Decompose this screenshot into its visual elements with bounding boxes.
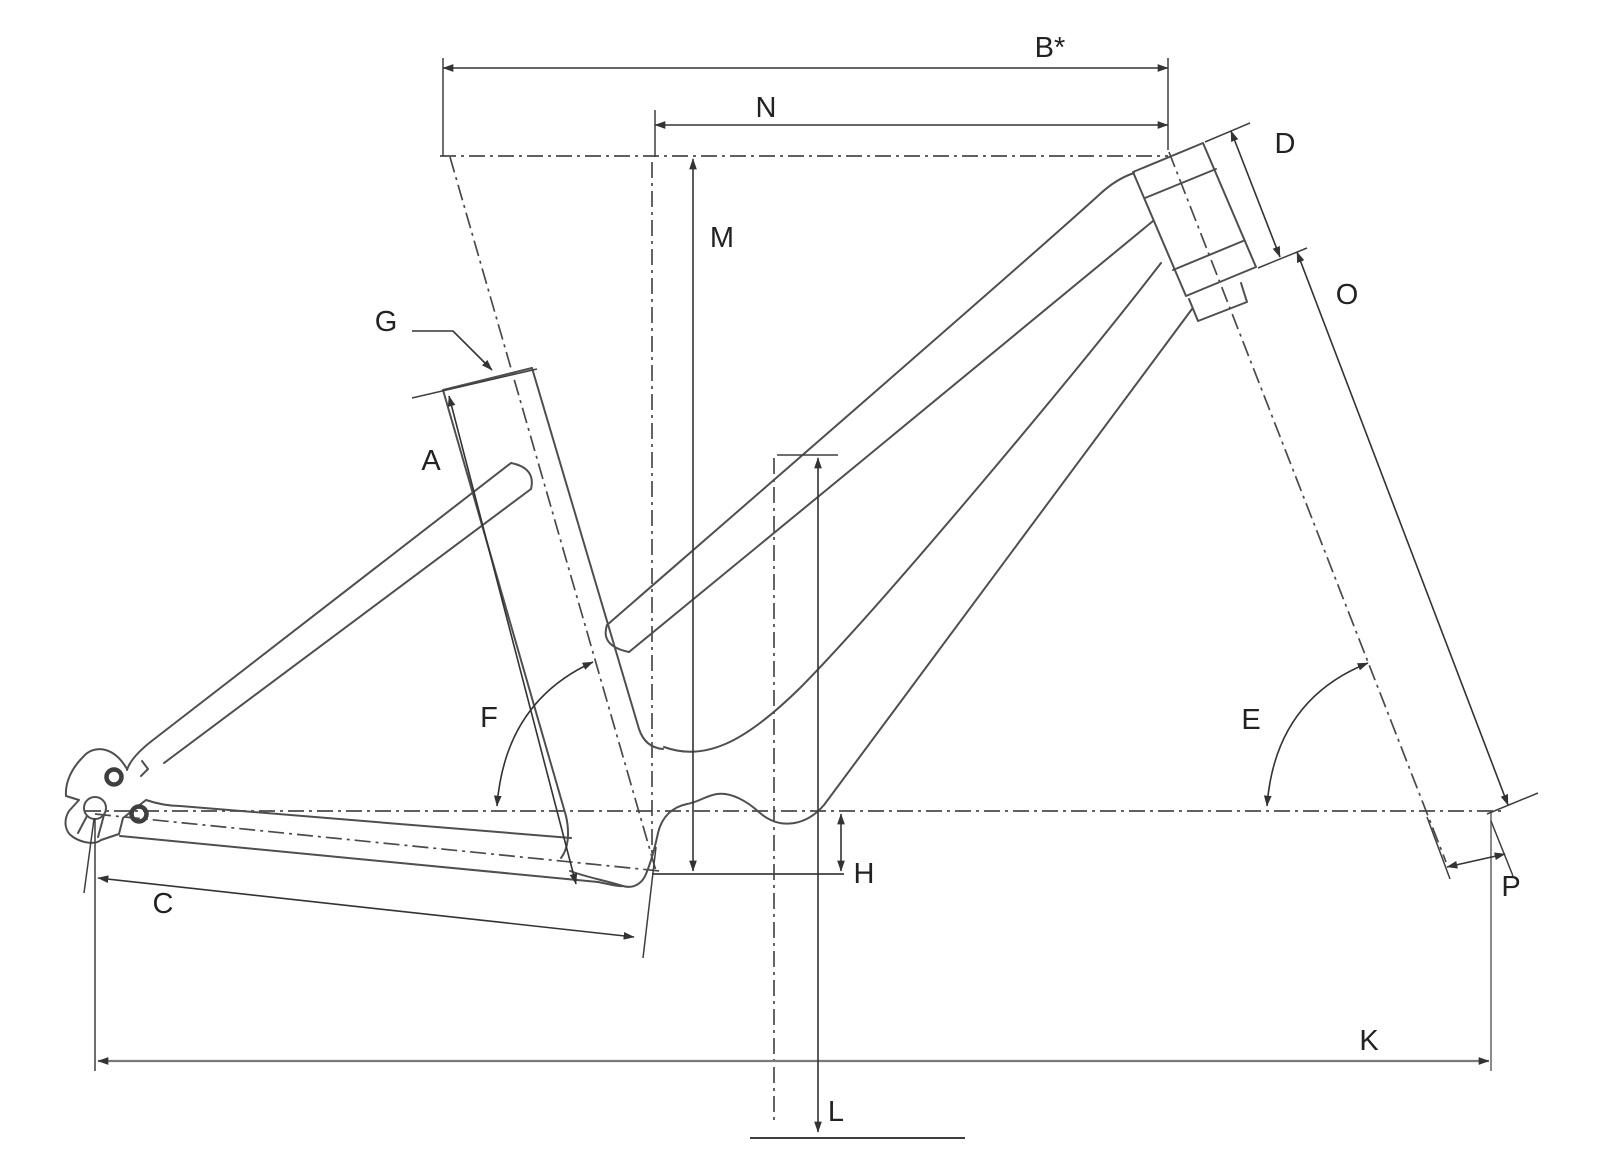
label-l: L <box>828 1096 844 1128</box>
dim-p-fork-offset <box>1446 852 1506 869</box>
c-right-tick <box>642 846 657 959</box>
frame-outline <box>64 142 1257 888</box>
p-axis-tick <box>1426 816 1451 880</box>
down-tube-upper-edge <box>663 262 1162 753</box>
down-tube-lower-edge-and-motor <box>569 308 1193 888</box>
label-g: G <box>375 306 398 338</box>
c-left-tick <box>83 818 95 894</box>
label-k: K <box>1359 1025 1379 1057</box>
label-b-star: B* <box>1035 32 1066 64</box>
label-o: O <box>1336 279 1359 311</box>
label-c: C <box>153 888 174 920</box>
label-e: E <box>1241 704 1260 736</box>
label-f: F <box>480 702 498 734</box>
steering-axis-line <box>1168 151 1447 863</box>
label-p: P <box>1501 871 1520 903</box>
head-tube-top-tick <box>1204 122 1251 143</box>
fork-end-tick <box>1486 792 1539 815</box>
seat-stay-upper-edge <box>126 462 512 771</box>
extension-lines <box>83 58 1539 1139</box>
dropout-bolt-lower <box>129 804 149 824</box>
label-a: A <box>421 445 441 477</box>
dim-f-seat-angle-arc <box>493 661 594 807</box>
seat-tube-top-face <box>442 367 533 391</box>
fork-crown-tab <box>1188 282 1248 322</box>
p-dropout-tick <box>1490 820 1514 877</box>
seat-tube-left-edge <box>442 389 570 859</box>
g-leader-line <box>412 330 493 371</box>
dropout-stay-notch <box>140 760 149 777</box>
dropout-bolt-upper <box>104 767 124 787</box>
head-tube-lower-cup-line <box>1172 240 1244 271</box>
head-tube-bottom-tick <box>1257 247 1308 269</box>
seat-stay-lower-edge <box>163 488 532 764</box>
seat-tube-right-edge <box>531 367 664 750</box>
label-n: N <box>756 92 777 124</box>
label-m: M <box>710 222 734 254</box>
dim-o-fork-length <box>1296 251 1509 806</box>
label-d: D <box>1275 128 1296 160</box>
dimension-lines <box>97 64 1509 1133</box>
seat-stay-end-cap <box>510 462 533 490</box>
construction-lines <box>85 151 1502 1122</box>
label-h: H <box>854 858 875 890</box>
dim-d-head-tube <box>1230 130 1281 258</box>
rear-axle-slot-opening <box>77 814 105 838</box>
seat-tube-axis-line <box>449 156 657 872</box>
top-tube-lower-edge <box>628 220 1154 653</box>
top-tube-end-cap <box>604 624 630 653</box>
a-top-tick <box>411 368 538 399</box>
dim-e-head-angle-arc <box>1263 662 1369 807</box>
head-tube <box>1132 142 1257 297</box>
rear-dropout-plate <box>64 748 181 844</box>
head-tube-upper-cup-line <box>1144 168 1217 199</box>
chain-stay-lower-edge <box>119 835 624 888</box>
dimension-labels: A B* C D E F G H K L M N O P <box>153 32 1521 1128</box>
dim-c-chainstay <box>97 875 635 940</box>
top-tube-upper-edge <box>606 172 1135 626</box>
